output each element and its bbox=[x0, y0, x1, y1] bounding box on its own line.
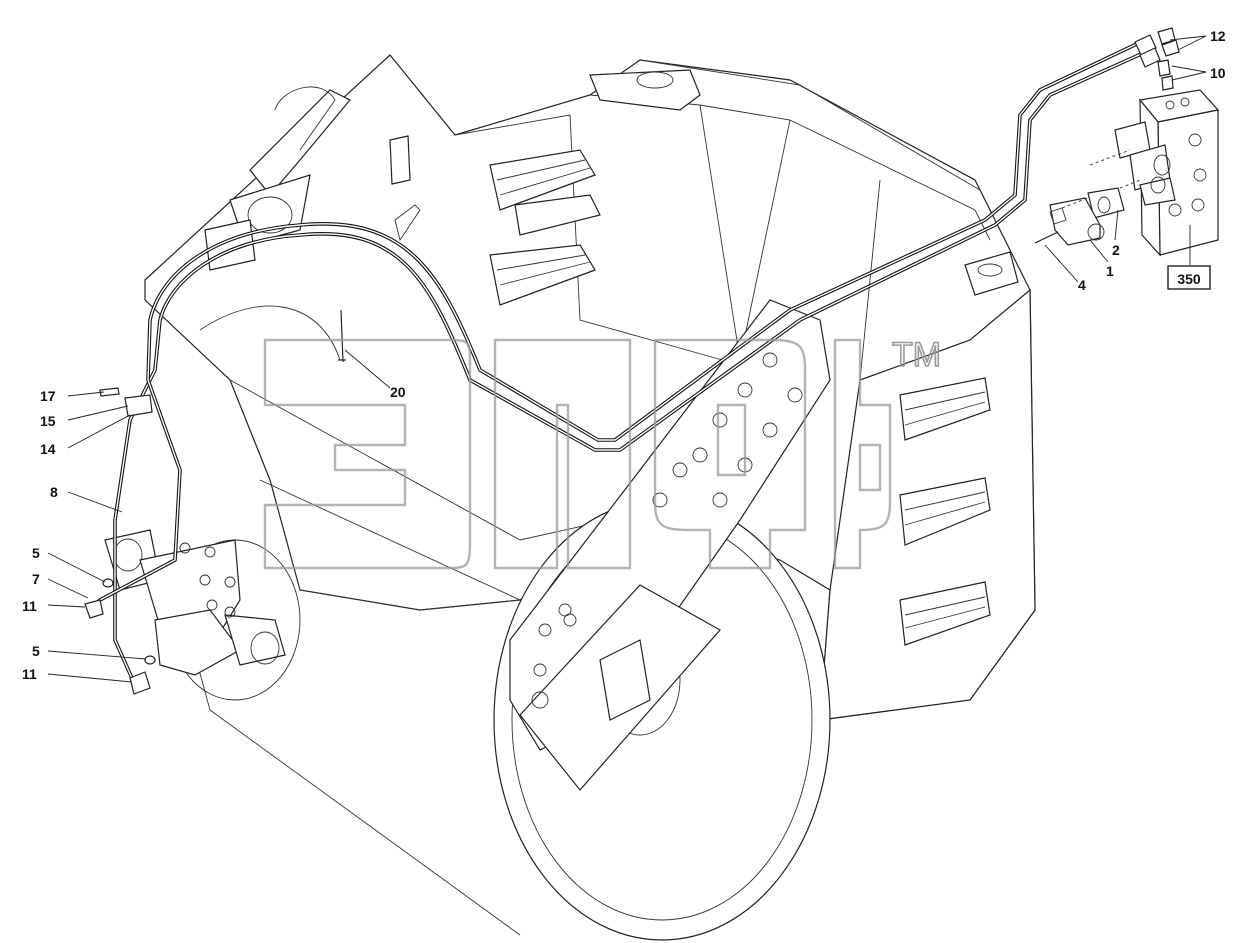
callouts: 12 10 2 1 4 350 20 17 15 14 8 5 7 11 5 1… bbox=[22, 28, 1226, 682]
leader-lines bbox=[47, 35, 1207, 683]
callout-15: 15 bbox=[40, 413, 56, 429]
callout-14: 14 bbox=[40, 441, 56, 457]
callout-11-lower: 11 bbox=[22, 666, 37, 682]
callout-20: 20 bbox=[390, 384, 406, 400]
valve-block bbox=[1034, 89, 1220, 257]
callout-12: 12 bbox=[1210, 28, 1226, 44]
drive-motor-assembly bbox=[104, 529, 286, 676]
callout-10: 10 bbox=[1210, 65, 1226, 81]
callout-7: 7 bbox=[32, 571, 40, 587]
callout-8: 8 bbox=[50, 484, 58, 500]
callout-17: 17 bbox=[40, 388, 56, 404]
callout-5-lower: 5 bbox=[32, 643, 40, 659]
watermark: TM bbox=[263, 335, 942, 570]
trademark-symbol: TM bbox=[892, 336, 941, 374]
callout-4: 4 bbox=[1078, 277, 1086, 293]
callout-2: 2 bbox=[1112, 242, 1120, 258]
callout-350: 350 bbox=[1177, 271, 1201, 287]
callout-11-upper: 11 bbox=[22, 598, 37, 614]
callout-1: 1 bbox=[1106, 263, 1114, 279]
callout-5-upper: 5 bbox=[32, 545, 40, 561]
fittings bbox=[84, 27, 1180, 695]
drum-bracket bbox=[509, 299, 831, 791]
frame-steps bbox=[489, 149, 991, 646]
callout-350-box bbox=[1167, 265, 1211, 290]
